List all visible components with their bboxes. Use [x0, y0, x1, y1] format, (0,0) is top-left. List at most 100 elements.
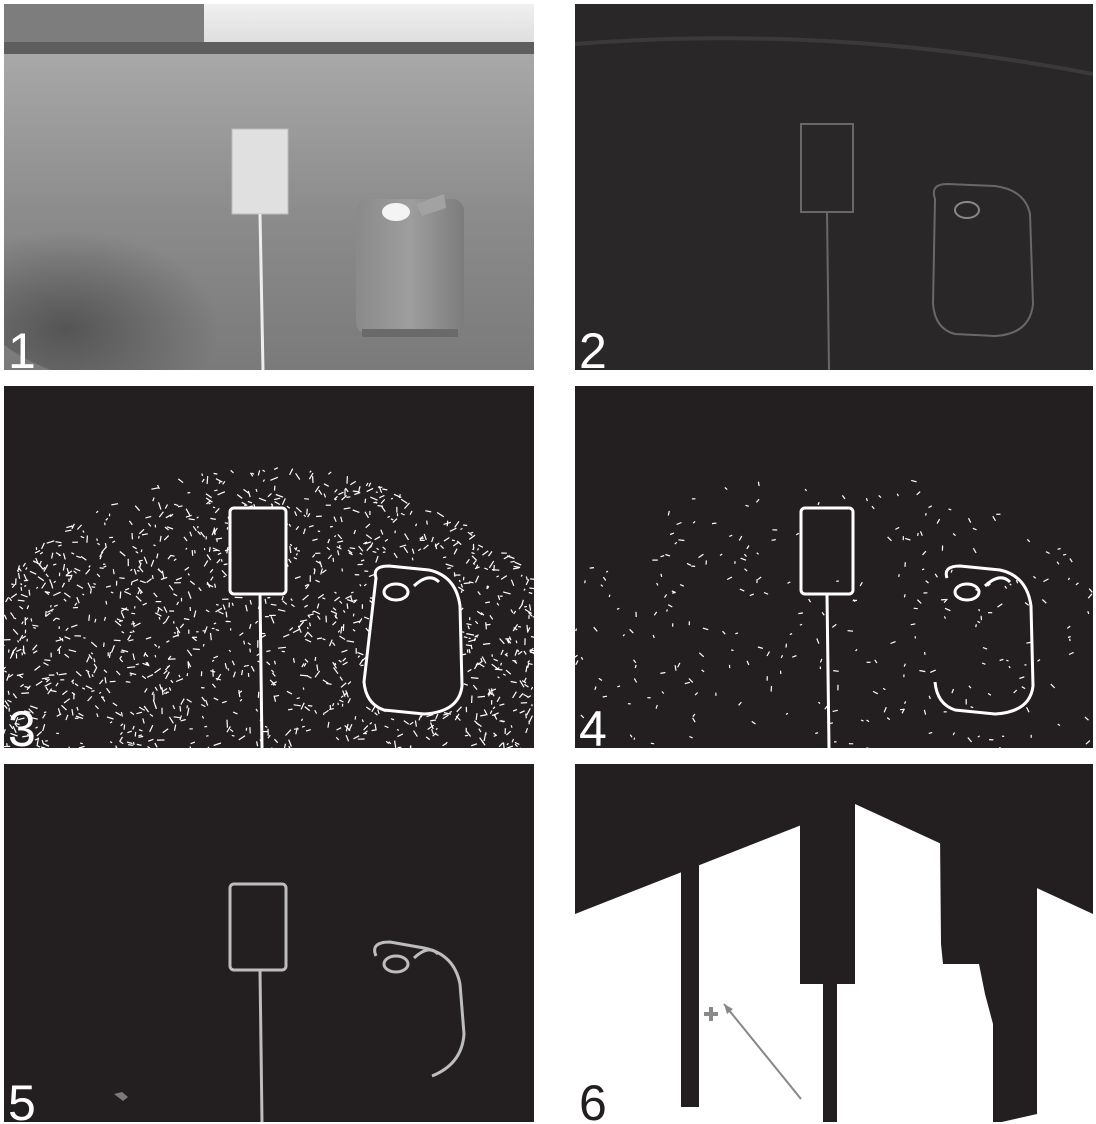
edge-fragment [225, 523, 228, 524]
edge-fragment [731, 650, 733, 651]
edge-fragment [511, 725, 512, 727]
edge-fragment [1063, 554, 1066, 555]
edge-fragment [126, 682, 131, 683]
edge-fragment [617, 686, 620, 687]
edge-fragment [478, 696, 485, 697]
edge-fragment [712, 523, 716, 524]
edge-fragment [848, 631, 853, 632]
edge-fragment [128, 745, 133, 746]
edge-fragment [504, 742, 505, 748]
edge-fragment [529, 588, 534, 589]
edge-fragment [634, 738, 635, 740]
edge-fragment [307, 509, 308, 515]
edge-fragment [204, 726, 207, 727]
edge-fragment [135, 732, 136, 737]
edge-fragment [244, 641, 245, 645]
edge-fragment [524, 606, 527, 607]
edge-fragment [516, 641, 517, 644]
edge-fragment [213, 507, 215, 508]
edge-fragment [31, 618, 32, 621]
left-obstacle [681, 859, 699, 1107]
edge-fragment [62, 638, 63, 641]
panel-number: 6 [579, 1078, 607, 1122]
edge-fragment [447, 521, 448, 527]
edge-fragment [288, 709, 293, 710]
edge-fragment [464, 583, 471, 584]
edge-fragment [83, 638, 85, 639]
panel-free-space-map: 6 [575, 764, 1093, 1122]
panel-number: 1 [8, 326, 36, 370]
edge-fragment [454, 572, 455, 576]
edge-fragment [922, 569, 924, 570]
sign-edge [230, 508, 286, 594]
edge-fragment [222, 559, 223, 562]
edge-fragment [224, 576, 226, 577]
edge-fragment [603, 696, 607, 697]
jug-cap [382, 203, 410, 221]
panel-original-photo: 1 [4, 4, 534, 370]
panel-number: 3 [8, 704, 36, 748]
contour-scene [4, 764, 534, 1122]
jug-edge [364, 566, 462, 714]
edge-fragment [486, 622, 487, 629]
edge-fragment [609, 595, 610, 597]
edge-fragment [501, 663, 502, 666]
edge-fragment [189, 519, 195, 520]
panel-binary-edges: 3 [4, 386, 534, 748]
edge-fragment [303, 688, 304, 690]
edge-fragment [518, 627, 521, 628]
edge-fragment [800, 624, 802, 625]
edge-fragment [155, 655, 156, 657]
edge-fragment [661, 574, 662, 577]
edge-fragment [44, 660, 50, 661]
edge-fragment [131, 582, 132, 585]
edge-fragment [247, 665, 249, 666]
edge-fragment [232, 735, 235, 736]
edge-fragment [29, 590, 30, 596]
occupancy-scene [575, 764, 1093, 1122]
edge-fragment [651, 743, 654, 744]
edge-fragment [473, 564, 475, 565]
edge-fragment [452, 540, 455, 541]
edge-fragment [463, 525, 467, 526]
edge-fragment [469, 638, 471, 639]
edge-fragment [667, 610, 668, 612]
edge-fragment [485, 602, 490, 603]
edge-fragment [224, 564, 228, 565]
edge-fragment [266, 651, 270, 652]
edge-fragment [250, 649, 251, 653]
edge-fragment [202, 474, 203, 476]
edge-fragment [346, 497, 350, 498]
edge-fragment [471, 678, 479, 679]
edge-fragment [815, 733, 818, 734]
pole-edge [260, 594, 262, 748]
edge-fragment [1070, 639, 1071, 641]
edge-fragment [899, 574, 900, 577]
edge-fragment [410, 746, 411, 748]
panel-number: 4 [579, 704, 607, 748]
edge-fragment [18, 640, 19, 642]
edge-fragment [527, 625, 528, 633]
sign-obstacle [800, 794, 855, 984]
edge-fragment [772, 540, 776, 541]
edge-fragment [24, 586, 26, 587]
edge-fragment [798, 613, 803, 614]
panel-object-contours: 5 [4, 764, 534, 1122]
edge-fragment [87, 536, 88, 543]
edge-fragment [347, 603, 348, 608]
edge-fragment [207, 476, 208, 484]
edge-fragment [492, 688, 493, 695]
edge-fragment [33, 628, 35, 629]
edge-fragment [1069, 578, 1070, 580]
edge-fragment [89, 615, 90, 621]
edge-fragment [159, 646, 160, 648]
edge-fragment [73, 681, 74, 684]
edge-fragment [585, 580, 586, 583]
panel-filtered-edges: 4 [575, 386, 1093, 748]
edge-fragment [209, 503, 211, 504]
panel-edge-gradient: 2 [575, 4, 1093, 370]
edge-fragment [526, 714, 527, 719]
edge-fragment [21, 693, 29, 694]
edge-fragment [330, 705, 331, 709]
edge-fragment [914, 608, 918, 609]
